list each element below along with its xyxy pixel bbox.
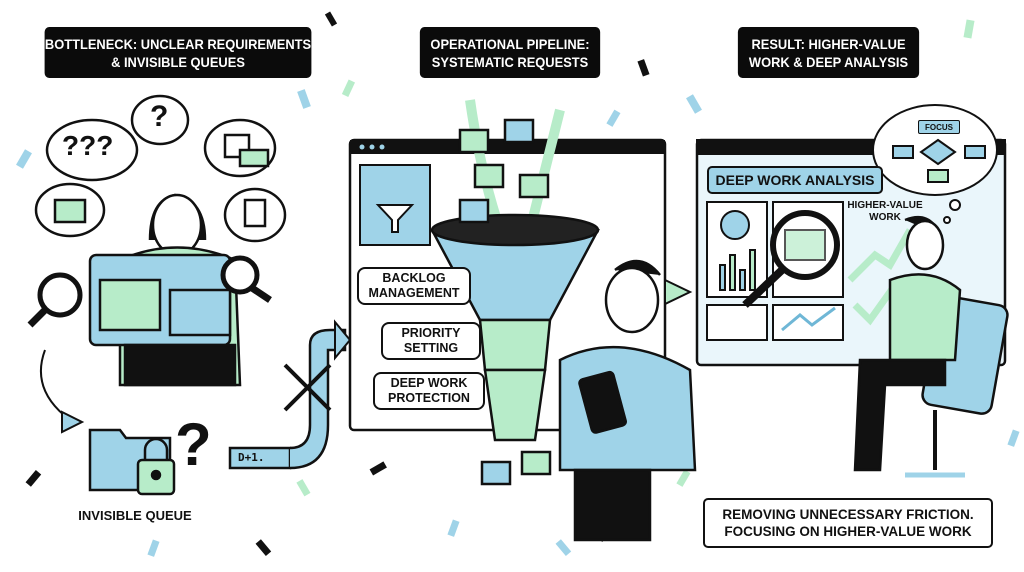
thought-question-mark: ? [150, 100, 169, 133]
header-result: RESULT: HIGHER-VALUE WORK & DEEP ANALYSI… [737, 27, 920, 78]
focus-label: FOCUS [918, 120, 960, 134]
header-pipeline: OPERATIONAL PIPELINE: SYSTEMATIC REQUEST… [419, 27, 601, 78]
stage-deep-work-protection: DEEP WORK PROTECTION [373, 372, 485, 410]
arrow-head [61, 410, 85, 434]
funnel [430, 99, 600, 486]
pipe-label: D+1. [238, 451, 265, 464]
higher-value-label: HIGHER-VALUE WORK [847, 200, 923, 223]
dashboard-title: DEEP WORK ANALYSIS [707, 166, 883, 194]
invisible-queue-label: INVISIBLE QUEUE [78, 508, 192, 523]
thought-question-marks: ??? [62, 130, 114, 161]
focus-thought-cloud [872, 104, 998, 224]
flow-arrow [39, 349, 71, 421]
seated-person [853, 215, 1009, 478]
person-with-tablet [558, 260, 697, 542]
queue-question-mark: ? [175, 411, 212, 478]
pipe [228, 328, 347, 470]
result-caption: REMOVING UNNECESSARY FRICTION. FOCUSING … [703, 498, 993, 548]
overwhelmed-person [27, 94, 287, 387]
stage-priority-setting: PRIORITY SETTING [381, 322, 481, 360]
stage-backlog-management: BACKLOG MANAGEMENT [357, 267, 471, 305]
invisible-queue-folder [88, 428, 176, 496]
header-bottleneck: BOTTLENECK: UNCLEAR REQUIREMENTS & INVIS… [44, 27, 312, 78]
